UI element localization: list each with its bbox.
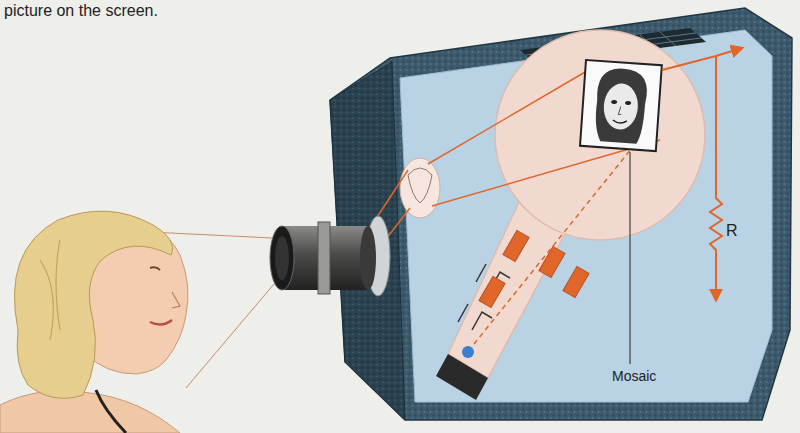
woman-figure-part: [14, 211, 172, 398]
camera-tube-part: [458, 264, 510, 330]
woman-figure-part: [0, 391, 180, 433]
deflection-plates-part: [479, 276, 505, 307]
resistor-circuit-part: [710, 56, 722, 300]
resistor-circuit: [662, 48, 742, 300]
vent-grille-part-part: [660, 32, 676, 46]
camera-lens: [270, 216, 390, 296]
mosaic-plate-part: [580, 60, 662, 151]
camera-tube-part: [436, 354, 488, 400]
camera-lens-part: [318, 222, 330, 294]
camera-tube-part: [462, 346, 474, 358]
deflection-plates-part: [563, 266, 589, 297]
camera-tube-part: [495, 30, 705, 240]
camera-tube: [436, 30, 705, 400]
projected-image-part: [408, 168, 432, 203]
resistor-label: R: [726, 222, 738, 240]
camera-lens-part: [270, 226, 294, 290]
camera-lens-part: [360, 226, 376, 290]
resistor-circuit-part: [662, 56, 716, 70]
deflection-plates-part: [539, 246, 565, 277]
camera-tube-part-part: [472, 312, 492, 330]
camera-tube-part-part: [458, 304, 468, 322]
light-rays-part: [428, 68, 592, 164]
projected-image: [400, 158, 440, 218]
mosaic-plate-part: [594, 67, 649, 144]
deflection-plates-part: [503, 230, 529, 261]
woman-figure-part: [172, 292, 180, 308]
mosaic-plate-part: [618, 106, 622, 114]
part-label: Mosaic: [612, 368, 656, 384]
resistor-circuit-part: [716, 48, 742, 56]
mosaic-plate-part: [602, 82, 639, 130]
electron-beam: [474, 138, 640, 344]
mosaic-plate-part: [625, 101, 631, 105]
camera-housing: [330, 8, 792, 420]
deflection-plates: [479, 230, 589, 307]
woman-figure-part: [40, 240, 60, 340]
camera-lens-part: [275, 236, 289, 280]
view-lines-part: [186, 284, 274, 388]
camera-housing-part: [330, 8, 792, 420]
woman-figure-part: [96, 390, 126, 433]
woman-figure-part: [150, 267, 160, 270]
woman-figure: [0, 211, 188, 433]
woman-figure-part: [150, 320, 172, 325]
page-text: picture on the screen.: [4, 2, 158, 20]
mosaic-plate: [580, 60, 662, 151]
camera-tube-part-part: [476, 264, 486, 282]
mosaic-plate-part: [611, 100, 617, 104]
light-rays: [362, 68, 660, 270]
leader-line: [630, 152, 631, 364]
mosaic-plate-part: [613, 120, 627, 123]
camera-housing-part: [400, 30, 772, 402]
projected-image-part: [400, 158, 440, 218]
